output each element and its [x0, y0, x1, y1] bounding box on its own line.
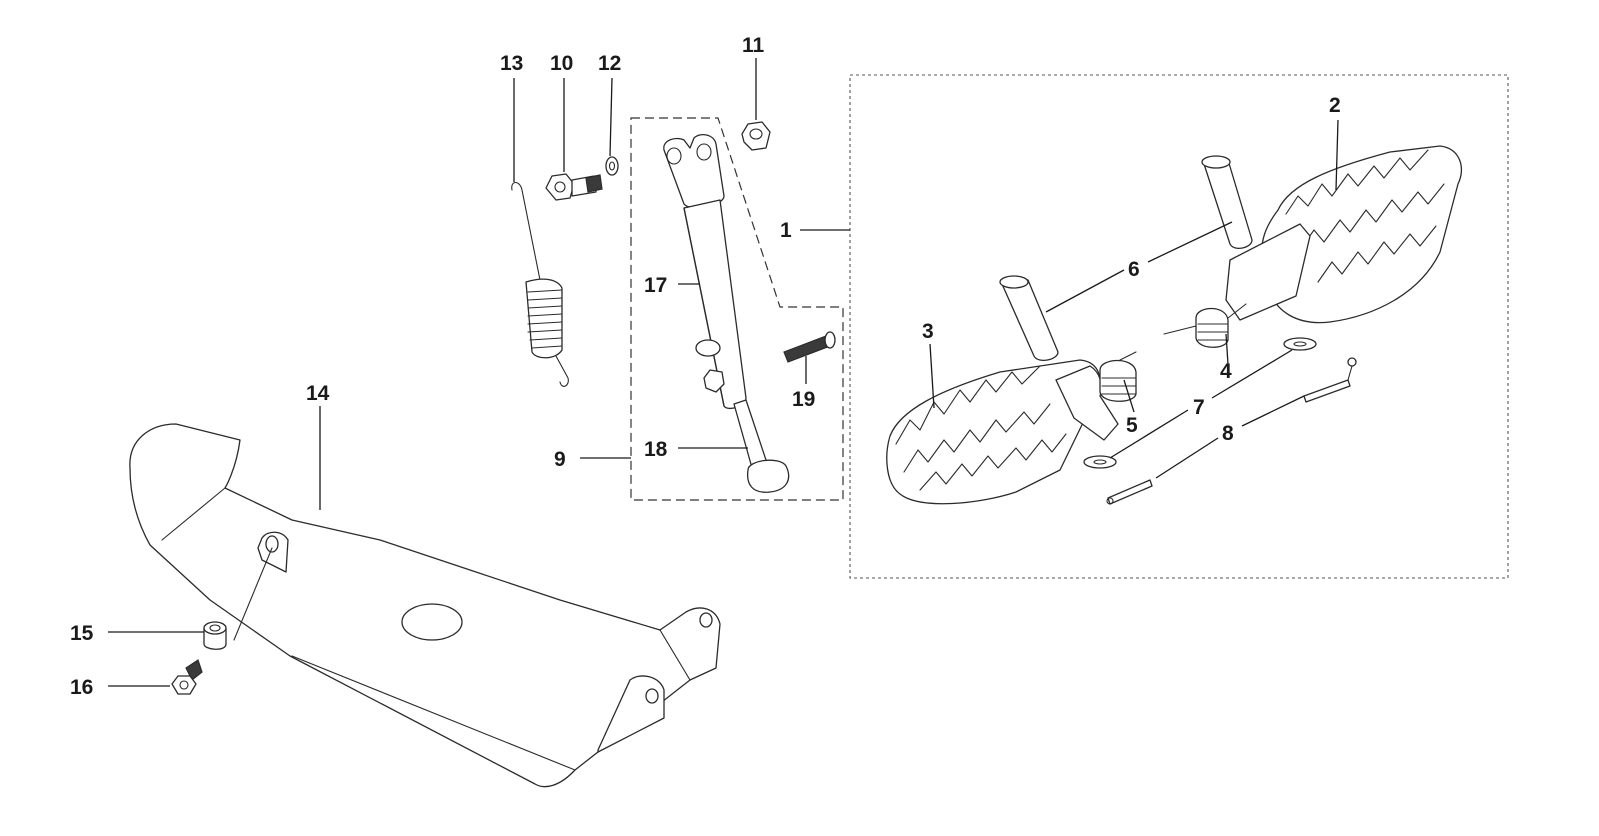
leader-lines [108, 58, 1339, 687]
callout-9: 9 [554, 448, 566, 471]
callout-16: 16 [70, 676, 93, 699]
callout-2: 2 [1329, 94, 1341, 117]
callout-8: 8 [1222, 422, 1234, 445]
lock-nut [741, 121, 771, 151]
pivot-bolt [545, 173, 603, 201]
side-stand-upper [663, 133, 747, 410]
callout-7: 7 [1193, 396, 1205, 419]
callout-5: 5 [1126, 414, 1138, 437]
callout-13: 13 [500, 52, 523, 75]
callout-18: 18 [644, 438, 668, 461]
callout-12: 12 [598, 52, 621, 75]
stand-bolt [783, 331, 836, 363]
callout-1: 1 [780, 219, 792, 242]
callout-15: 15 [70, 622, 94, 645]
footpeg-spring-right [1163, 303, 1247, 348]
callout-6: 6 [1128, 258, 1140, 281]
flange-bolt-skid [171, 659, 203, 695]
spacer [203, 621, 227, 650]
callout-4: 4 [1220, 360, 1232, 383]
footpeg-assembly-group-box [849, 74, 1509, 579]
callout-3: 3 [922, 320, 934, 343]
footpeg-left [886, 359, 1119, 505]
footpeg-spring-left [1099, 351, 1137, 402]
stand-spring [511, 181, 569, 387]
side-stand-group-box [630, 117, 844, 501]
callout-14: 14 [306, 382, 330, 405]
callout-11: 11 [742, 34, 765, 57]
callout-19: 19 [792, 388, 815, 411]
washer [605, 156, 619, 176]
footpeg-right [1225, 145, 1463, 324]
footpeg-pin-right [1201, 155, 1253, 250]
footpeg-washer-right [1283, 337, 1317, 351]
footpeg-washer-left [1083, 455, 1117, 469]
skid-plate [129, 423, 721, 788]
callout-17: 17 [644, 274, 667, 297]
cotter-pin-left [1106, 479, 1153, 505]
callout-10: 10 [550, 52, 573, 75]
cotter-pin-right [1303, 357, 1357, 403]
side-stand-lower [695, 339, 790, 493]
footpeg-pin-left [999, 275, 1059, 362]
